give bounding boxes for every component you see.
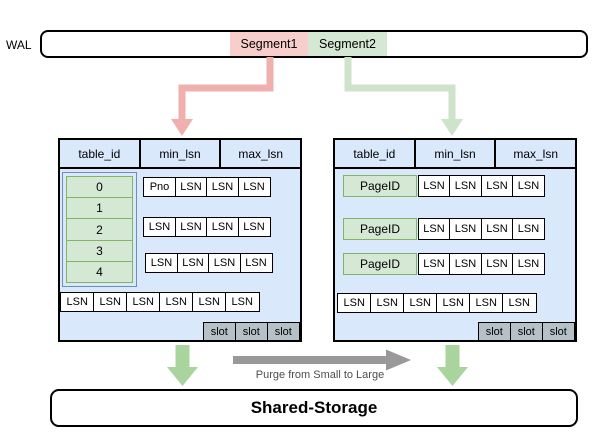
lsn-cell: LSN bbox=[237, 177, 271, 197]
purge-arrow bbox=[233, 349, 411, 371]
pno-cell: Pno bbox=[143, 177, 176, 197]
right-bottom-lsn-row: LSN LSN LSN LSN LSN LSN bbox=[337, 293, 537, 313]
slot-cell: slot bbox=[541, 322, 575, 341]
lsn-cell: LSN bbox=[126, 292, 161, 312]
lsn-cell: LSN bbox=[93, 292, 128, 312]
lsn-cell: LSN bbox=[449, 218, 482, 240]
left-header-min-lsn: min_lsn bbox=[141, 140, 222, 167]
lsn-cell: LSN bbox=[370, 293, 405, 313]
right-table-header: table_id min_lsn max_lsn bbox=[335, 140, 575, 169]
right-page-row-3: PageID LSN LSN LSN LSN bbox=[343, 253, 545, 275]
slot-cell: slot bbox=[266, 322, 300, 341]
left-lsn-row-b: LSN LSN LSN LSN bbox=[143, 217, 271, 237]
index-table: 0 1 2 3 4 bbox=[66, 176, 133, 283]
slot-cell: slot bbox=[477, 322, 511, 341]
index-row-2: 2 bbox=[67, 219, 132, 241]
lsn-cell: LSN bbox=[436, 293, 471, 313]
lsn-cell: LSN bbox=[143, 217, 176, 237]
lsn-cell: LSN bbox=[60, 292, 95, 312]
right-header-max-lsn: max_lsn bbox=[513, 146, 559, 161]
right-page-row-1: PageID LSN LSN LSN LSN bbox=[343, 175, 545, 197]
segment2-arrow bbox=[344, 57, 463, 136]
slot-cell: slot bbox=[202, 322, 236, 341]
lsn-cell: LSN bbox=[403, 293, 438, 313]
lsn-cell: LSN bbox=[237, 217, 271, 237]
lsn-cell: LSN bbox=[502, 293, 537, 313]
lsn-cell: LSN bbox=[417, 253, 451, 275]
segment2: Segment2 bbox=[308, 32, 387, 56]
segment1: Segment1 bbox=[230, 32, 308, 56]
right-header-min-lsn: min_lsn bbox=[416, 140, 497, 167]
index-box: 0 1 2 3 4 bbox=[62, 172, 137, 287]
left-down-arrow bbox=[167, 345, 198, 386]
lsn-cell: LSN bbox=[449, 175, 482, 197]
left-header-max-lsn: max_lsn bbox=[238, 146, 284, 161]
index-row-0: 0 bbox=[67, 177, 132, 199]
lsn-cell: LSN bbox=[480, 175, 514, 197]
left-table-header: table_id min_lsn max_lsn bbox=[60, 140, 300, 169]
left-lsn-row-c: LSN LSN LSN LSN bbox=[145, 253, 273, 273]
pageid-cell: PageID bbox=[343, 175, 417, 197]
lsn-cell: LSN bbox=[174, 177, 208, 197]
lsn-cell: LSN bbox=[417, 175, 451, 197]
lsn-cell: LSN bbox=[145, 253, 178, 273]
index-row-4: 4 bbox=[96, 264, 103, 279]
left-bottom-lsn-row: LSN LSN LSN LSN LSN LSN bbox=[60, 292, 260, 312]
lsn-cell: LSN bbox=[208, 253, 241, 273]
slot-cell: slot bbox=[509, 322, 543, 341]
left-header-table-id: table_id bbox=[60, 140, 141, 167]
wal-label: WAL bbox=[6, 38, 32, 52]
lsn-cell: LSN bbox=[176, 253, 210, 273]
lsn-cell: LSN bbox=[225, 292, 260, 312]
lsn-cell: LSN bbox=[239, 253, 273, 273]
pageid-cell: PageID bbox=[343, 218, 417, 240]
lsn-cell: LSN bbox=[512, 253, 545, 275]
lsn-cell: LSN bbox=[469, 293, 504, 313]
right-header-table-id: table_id bbox=[335, 140, 416, 167]
slot-cell: slot bbox=[234, 322, 268, 341]
purge-arrow-label: Purge from Small to Large bbox=[255, 369, 385, 381]
lsn-cell: LSN bbox=[337, 293, 372, 313]
left-slot-row: slot slot slot bbox=[202, 322, 300, 341]
lsn-cell: LSN bbox=[206, 217, 239, 237]
left-table: table_id min_lsn max_lsn 0 1 2 3 4 Pno L… bbox=[58, 138, 302, 342]
lsn-cell: LSN bbox=[480, 218, 514, 240]
index-row-1: 1 bbox=[67, 198, 132, 220]
lsn-cell: LSN bbox=[512, 175, 545, 197]
lsn-cell: LSN bbox=[417, 218, 451, 240]
lsn-cell: LSN bbox=[192, 292, 227, 312]
lsn-cell: LSN bbox=[174, 217, 208, 237]
lsn-cell: LSN bbox=[512, 218, 545, 240]
lsn-cell: LSN bbox=[159, 292, 194, 312]
right-page-row-2: PageID LSN LSN LSN LSN bbox=[343, 218, 545, 240]
pageid-cell: PageID bbox=[343, 253, 417, 275]
shared-storage-label: Shared-Storage bbox=[250, 398, 378, 417]
lsn-cell: LSN bbox=[449, 253, 482, 275]
lsn-cell: LSN bbox=[206, 177, 239, 197]
lsn-cell: LSN bbox=[480, 253, 514, 275]
right-table: table_id min_lsn max_lsn PageID LSN LSN … bbox=[333, 138, 577, 342]
segment1-arrow bbox=[171, 57, 274, 136]
right-slot-row: slot slot slot bbox=[477, 322, 575, 341]
wal-bar: Segment1 Segment2 bbox=[40, 30, 588, 58]
left-lsn-row-a: Pno LSN LSN LSN bbox=[143, 177, 271, 197]
index-row-3: 3 bbox=[67, 241, 132, 262]
shared-storage-box: Shared-Storage bbox=[50, 389, 578, 427]
right-down-arrow bbox=[437, 345, 468, 386]
